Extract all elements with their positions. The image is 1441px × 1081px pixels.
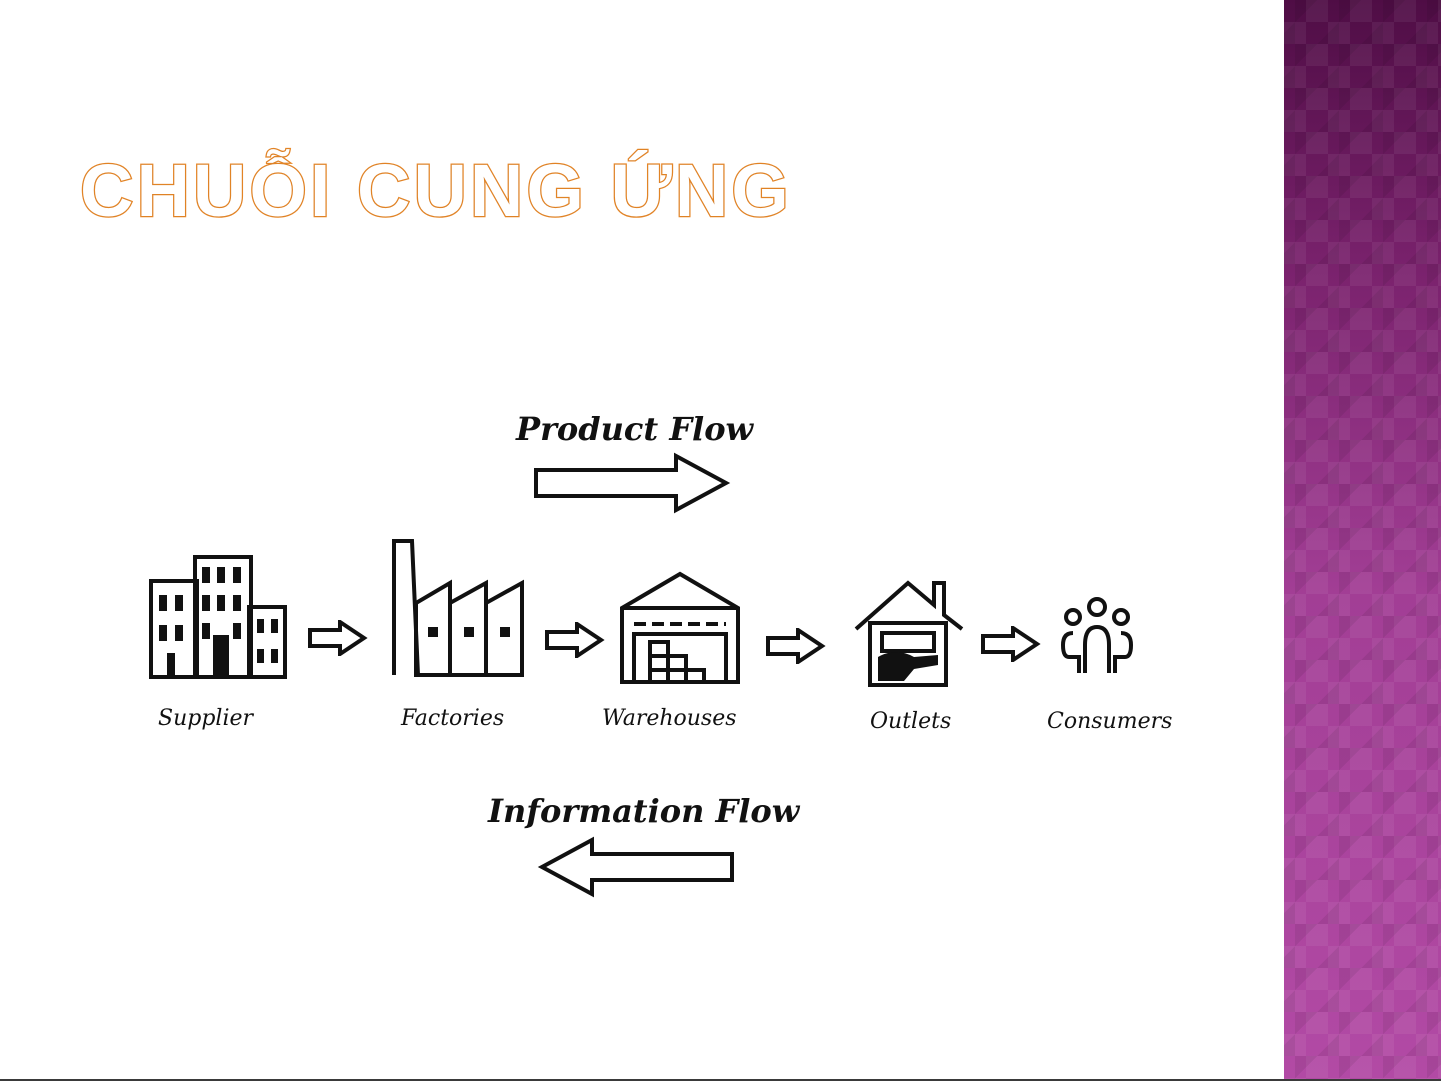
node-label-outlets: Outlets <box>870 709 951 734</box>
store-house-icon <box>852 577 967 689</box>
warehouse-icon <box>616 568 746 688</box>
decorative-sidebar <box>1284 0 1441 1081</box>
slide-title: CHUỖI CUNG ỨNG <box>80 148 792 233</box>
node-label-factories: Factories <box>401 706 504 731</box>
office-buildings-icon <box>145 553 290 683</box>
factory-icon <box>388 537 533 681</box>
node-label-consumers: Consumers <box>1047 709 1172 734</box>
information-flow-arrow-icon <box>534 836 739 898</box>
arrow-right-icon <box>306 620 368 656</box>
arrow-right-icon <box>764 628 826 664</box>
arrow-right-icon <box>543 622 605 658</box>
information-flow-label: Information Flow <box>488 792 799 830</box>
arrow-right-icon <box>979 626 1041 662</box>
product-flow-arrow-icon <box>530 452 735 514</box>
node-label-supplier: Supplier <box>158 706 253 731</box>
product-flow-label: Product Flow <box>516 410 753 448</box>
people-group-icon <box>1055 595 1140 680</box>
node-label-warehouses: Warehouses <box>602 706 737 731</box>
